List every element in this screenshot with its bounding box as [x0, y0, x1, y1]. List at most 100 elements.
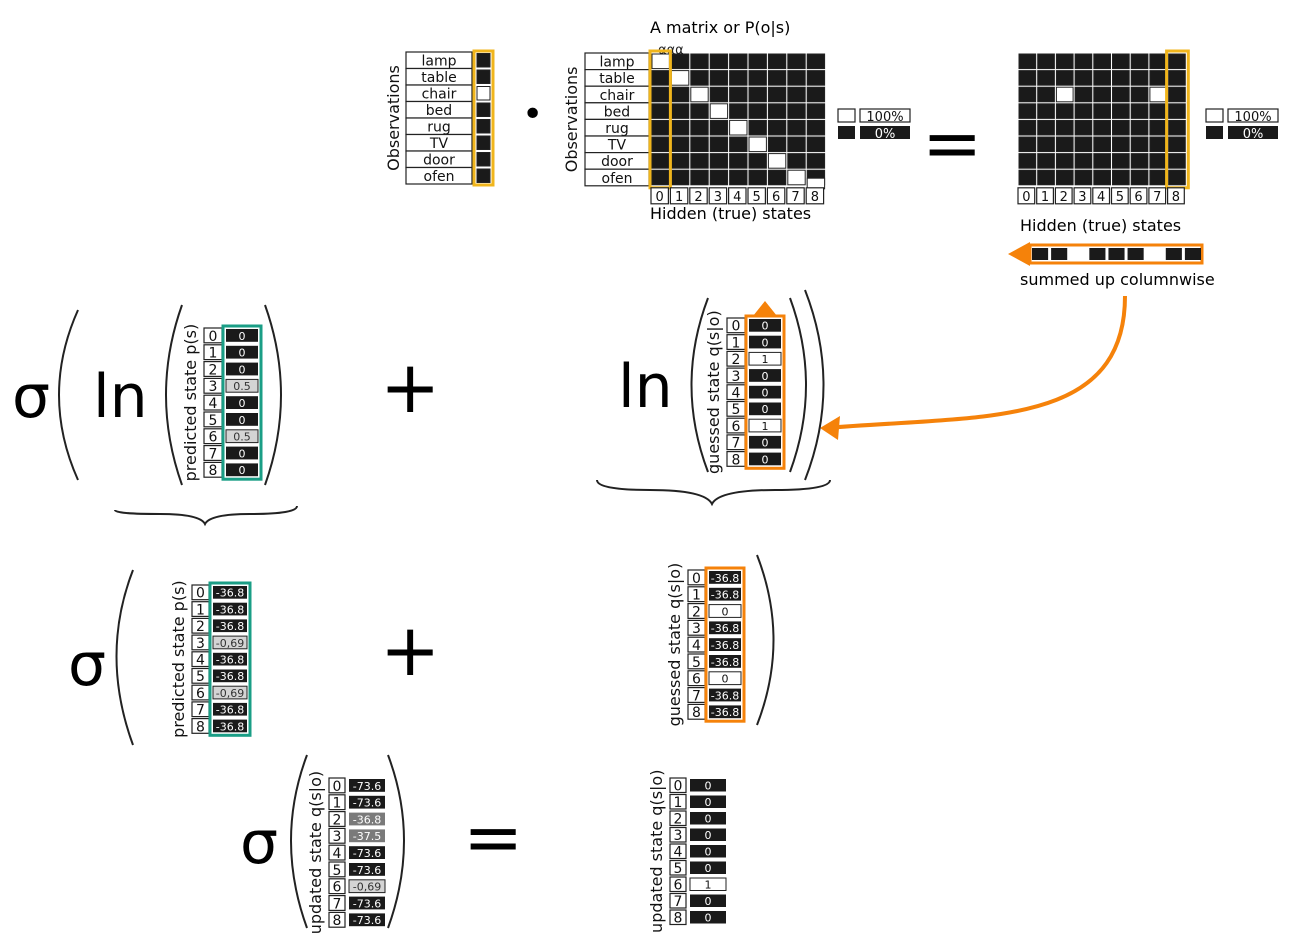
summed-bar-cell — [1032, 248, 1049, 260]
value-cell — [226, 413, 258, 426]
value-label: 1 — [705, 879, 712, 892]
value-cell — [226, 345, 258, 359]
state-index-label: 7 — [791, 190, 799, 205]
value-label: 0 — [762, 370, 769, 383]
a-matrix-cell — [690, 53, 709, 70]
obs-vector-cell — [476, 69, 491, 84]
observation-label: TV — [607, 138, 627, 154]
index-label: 0 — [209, 329, 218, 345]
value-cell — [226, 329, 258, 342]
index-label: 3 — [209, 379, 218, 395]
value-cell — [213, 586, 247, 599]
value-label: -36.8 — [216, 720, 244, 733]
index-label: 8 — [333, 913, 342, 929]
result-matrix-cell — [1037, 169, 1055, 186]
value-cell — [226, 396, 258, 409]
result-index-label: 6 — [1134, 190, 1142, 205]
equals-top: = — [922, 101, 982, 185]
sigma-row3: σ — [240, 808, 278, 878]
observation-label: TV — [429, 136, 449, 152]
index-label: 3 — [674, 828, 683, 844]
result-index-label: 3 — [1078, 190, 1086, 205]
result-matrix-cell — [1168, 136, 1186, 153]
value-cell — [213, 619, 247, 633]
value-cell — [709, 638, 741, 651]
vector-axis-label: predicted state p(s) — [169, 580, 188, 738]
value-cell — [709, 705, 741, 719]
a-matrix-cell — [767, 86, 787, 103]
index-label: 5 — [692, 655, 701, 671]
a-matrix-cell — [787, 153, 806, 169]
value-label: -36.8 — [216, 587, 244, 600]
index-cell — [669, 810, 687, 827]
result-matrix-cell — [1093, 70, 1112, 86]
obs-vector-cell — [476, 102, 491, 117]
state-index-label: 4 — [733, 190, 741, 205]
value-cell — [349, 846, 385, 859]
observation-label: bed — [426, 103, 452, 119]
legend-white-box — [1227, 108, 1279, 123]
a-matrix-cell — [670, 70, 690, 86]
legend-white-label: 100% — [866, 110, 903, 125]
a-matrix-title: A matrix or P(o|s) — [650, 18, 790, 37]
value-label: -0,69 — [353, 881, 381, 894]
paren-right-outer-row1-right — [804, 289, 825, 481]
paren-right-inner-row1-right — [789, 297, 807, 473]
result-matrix-cell — [1130, 53, 1149, 70]
obs-vector-cell — [476, 119, 491, 134]
index-cell — [328, 794, 346, 811]
state-index-label: 8 — [811, 190, 819, 205]
a-matrix-cell — [670, 119, 690, 136]
a-matrix-cell — [748, 119, 767, 136]
index-label: 5 — [333, 863, 342, 879]
result-matrix-cell — [1055, 86, 1074, 103]
observation-label: rug — [427, 120, 451, 136]
brace-row1-left — [114, 505, 298, 527]
a-matrix-cell — [709, 103, 729, 119]
value-cell — [690, 894, 726, 907]
observation-label: chair — [600, 88, 635, 104]
index-label: 6 — [196, 686, 205, 702]
a-matrix-cell — [690, 153, 709, 169]
a-matrix-cell — [748, 103, 767, 119]
state-index-label: 6 — [772, 190, 780, 205]
legend-black-swatch — [1206, 126, 1223, 139]
result-matrix-cell — [1093, 103, 1112, 119]
vector-axis-label: updated state q(s|o) — [306, 771, 325, 934]
result-matrix-cell — [1112, 53, 1130, 70]
paren-right-inner-row1 — [264, 304, 282, 486]
value-cell — [690, 795, 726, 808]
index-label: 3 — [692, 621, 701, 637]
index-label: 8 — [692, 705, 701, 721]
value-label: -36.8 — [711, 706, 739, 719]
observation-label: door — [423, 153, 455, 169]
result-matrix-cell — [1018, 53, 1037, 70]
value-label: 0 — [705, 780, 712, 793]
index-cell — [328, 777, 346, 794]
value-label: -36.8 — [711, 689, 739, 702]
state-index-label: 2 — [694, 190, 702, 205]
state-index-cell — [689, 187, 708, 205]
index-label: 1 — [692, 588, 701, 604]
a-matrix-cell — [729, 86, 748, 103]
a-matrix-cell — [806, 153, 826, 169]
value-cell — [349, 779, 385, 792]
index-label: 7 — [209, 446, 218, 462]
value-cell — [749, 335, 781, 349]
legend-result: 100%0% — [1205, 108, 1279, 142]
index-label: 2 — [732, 352, 741, 368]
result-index-label: 5 — [1116, 190, 1124, 205]
result-matrix-cell — [1018, 119, 1037, 136]
index-label: 3 — [196, 636, 205, 652]
result-matrix-cell — [1093, 136, 1112, 153]
index-label: 0 — [333, 779, 342, 795]
value-label: 0 — [705, 829, 712, 842]
value-label: -73.6 — [353, 914, 381, 927]
value-cell — [708, 671, 742, 686]
result-matrix-cell — [1130, 169, 1149, 186]
value-label: 0 — [722, 673, 729, 686]
vector-axis-label: guessed state q(s|o) — [665, 563, 684, 727]
value-cell — [690, 911, 726, 924]
